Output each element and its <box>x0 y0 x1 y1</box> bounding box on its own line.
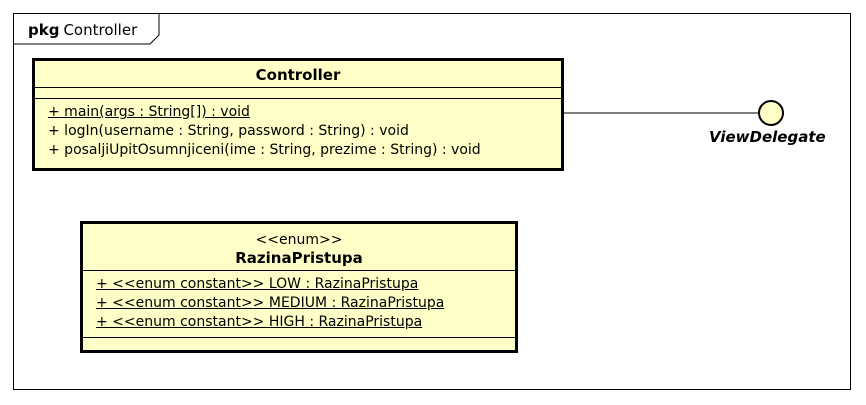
operations-compartment <box>83 337 515 350</box>
compartment-divider <box>83 270 515 271</box>
operation-main: + main(args : String[]) : void <box>48 104 250 120</box>
package-name: Controller <box>63 21 138 39</box>
attributes-compartment <box>35 88 561 98</box>
package-frame <box>13 13 851 390</box>
interface-lollipop-icon <box>758 100 784 126</box>
class-name: RazinaPristupa <box>235 249 363 267</box>
enum-class[interactable]: <<enum>> RazinaPristupa + <<enum constan… <box>80 221 518 353</box>
enum-header: <<enum>> RazinaPristupa <box>83 224 515 270</box>
operation-login: + logIn(username : String, password : St… <box>48 123 409 139</box>
operation-posalji-upit: + posaljiUpitOsumnjiceni(ime : String, p… <box>48 142 481 158</box>
enum-literal-low: + <<enum constant>> LOW : RazinaPristupa <box>96 276 419 292</box>
compartment-divider <box>35 98 561 99</box>
enum-literal-high: + <<enum constant>> HIGH : RazinaPristup… <box>96 314 423 330</box>
enum-literal-medium: + <<enum constant>> MEDIUM : RazinaPrist… <box>96 295 445 311</box>
controller-class[interactable]: Controller + main(args : String[]) : voi… <box>32 58 564 171</box>
package-keyword: pkg <box>28 21 60 39</box>
interface-name: ViewDelegate <box>709 128 826 146</box>
literals-compartment: + <<enum constant>> LOW : RazinaPristupa… <box>83 271 515 332</box>
class-name: Controller <box>255 66 341 84</box>
enum-stereotype: <<enum>> <box>255 232 343 248</box>
compartment-divider <box>35 87 561 88</box>
operations-compartment: + main(args : String[]) : void + logIn(u… <box>35 99 561 160</box>
package-tab-outline <box>13 13 160 45</box>
